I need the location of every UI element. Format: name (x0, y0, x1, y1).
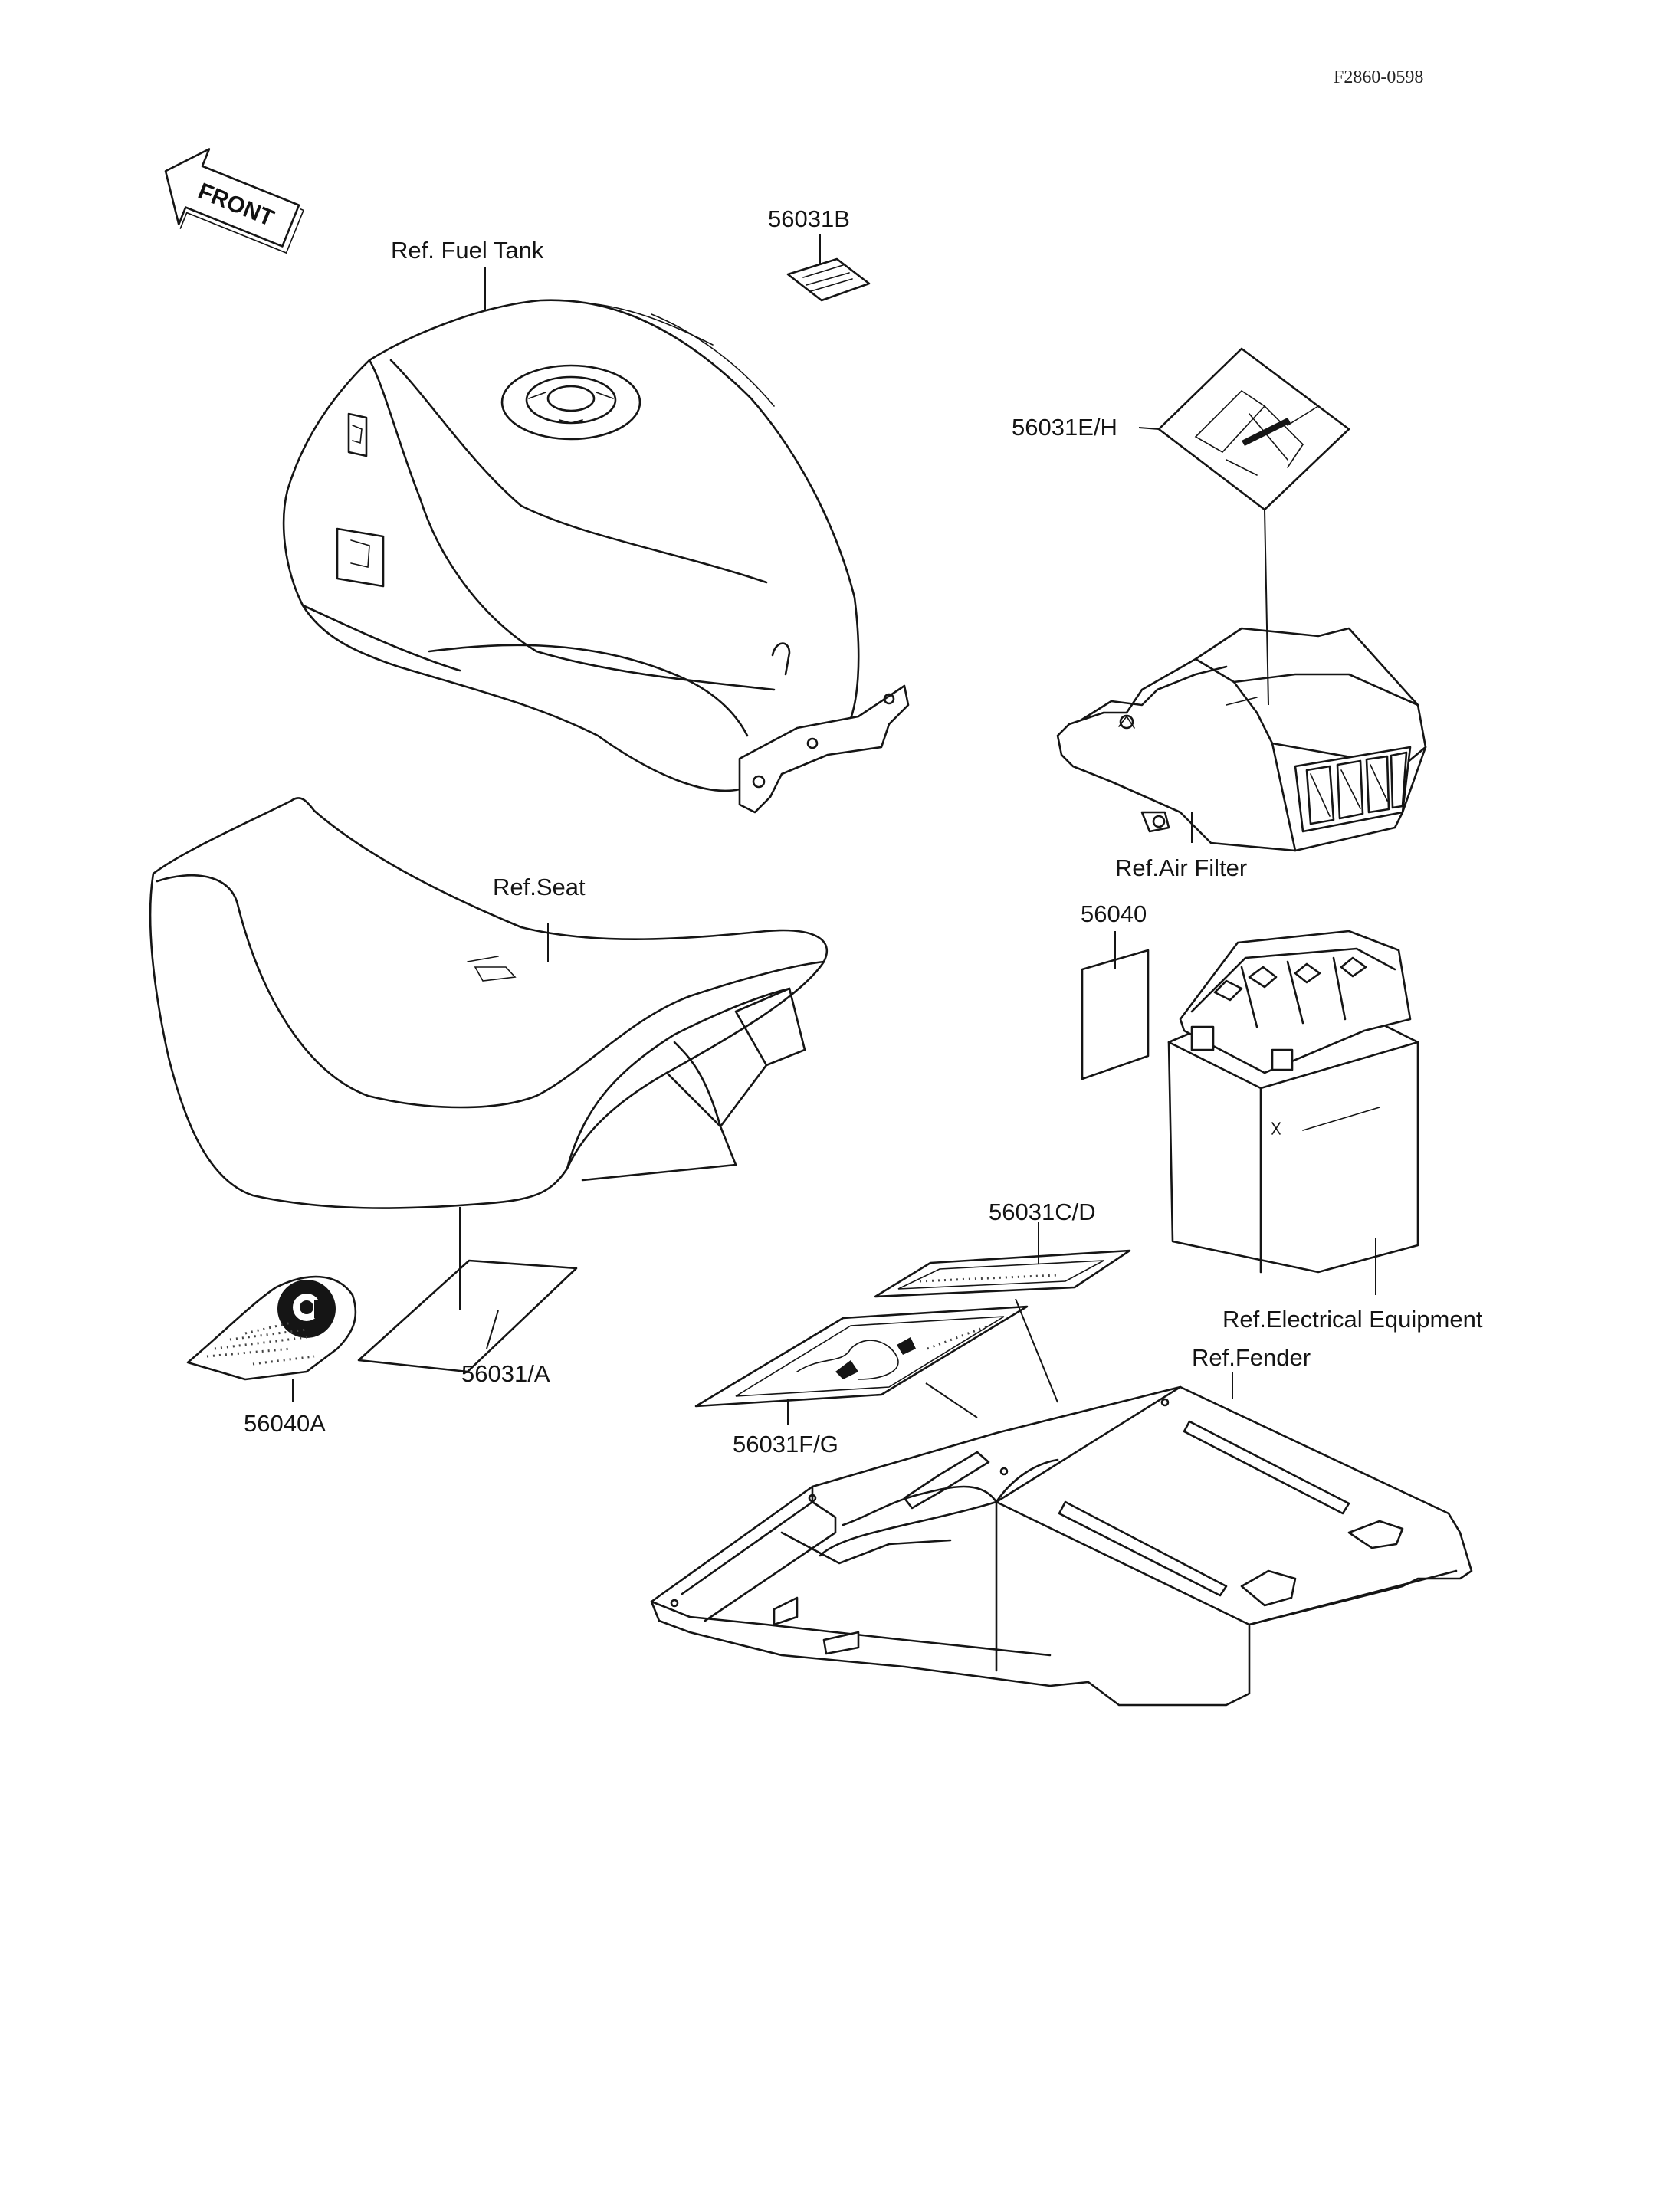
fuel-tank (282, 299, 910, 814)
ref-electrical-equipment-label: Ref.Electrical Equipment (1222, 1306, 1483, 1333)
air-filter (1056, 627, 1427, 852)
label-56031eh-sticker (1157, 347, 1350, 511)
ref-air-filter-label: Ref.Air Filter (1115, 854, 1247, 881)
drawing-code: F2860-0598 (1334, 67, 1423, 87)
part-number-56031eh: 56031E/H (1012, 414, 1117, 441)
front-arrow-label: FRONT (195, 179, 277, 231)
part-number-56040: 56040 (1081, 900, 1147, 927)
label-56031a-sticker (357, 1259, 578, 1373)
fender (650, 1385, 1473, 1707)
label-56040a-sticker (186, 1275, 357, 1381)
part-number-56031cd: 56031C/D (989, 1199, 1096, 1225)
label-56040-sticker (1081, 949, 1150, 1080)
part-number-56031a: 56031/A (461, 1360, 550, 1387)
label-56031cd-sticker (874, 1249, 1131, 1298)
leader-lines (292, 234, 1376, 1425)
battery (1167, 930, 1419, 1274)
label-56031fg-sticker (694, 1305, 1029, 1408)
ref-fuel-tank-label: Ref. Fuel Tank (391, 237, 544, 264)
part-number-56040a: 56040A (244, 1410, 326, 1437)
label-56031b-sticker (786, 257, 871, 302)
seat (149, 797, 829, 1209)
ref-seat-label: Ref.Seat (493, 874, 586, 900)
part-number-56031fg: 56031F/G (733, 1431, 838, 1458)
part-number-56031b: 56031B (768, 205, 850, 232)
ref-fender-label: Ref.Fender (1192, 1344, 1311, 1371)
front-arrow-icon: FRONT (164, 148, 305, 254)
